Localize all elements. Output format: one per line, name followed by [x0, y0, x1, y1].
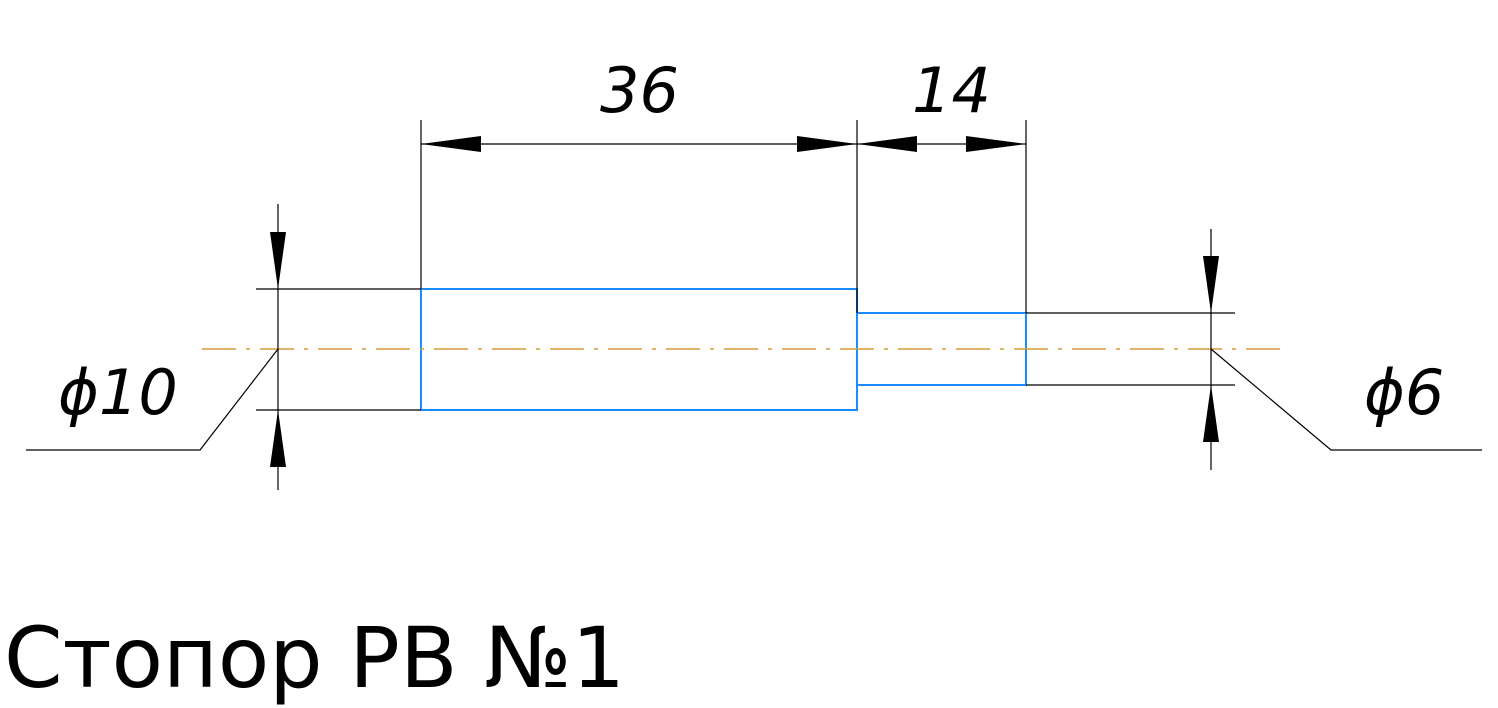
- arrow-up-icon: [270, 410, 286, 467]
- arrow-down-icon: [1203, 256, 1219, 313]
- arrow-left-icon: [421, 136, 481, 152]
- diameter-10-label: ϕ10: [58, 356, 178, 429]
- dimension-diameter-10: ϕ10: [26, 204, 286, 490]
- extension-lines: [256, 120, 1235, 411]
- dimension-14-label: 14: [912, 54, 991, 127]
- arrow-right-icon: [797, 136, 857, 152]
- dimension-diameter-6: ϕ6: [1203, 229, 1482, 470]
- arrow-right-icon: [966, 136, 1026, 152]
- diameter-6-label: ϕ6: [1364, 356, 1444, 429]
- dimension-36-label: 36: [600, 54, 679, 127]
- arrow-down-icon: [270, 232, 286, 289]
- arrow-up-icon: [1203, 385, 1219, 442]
- drawing-title: Стопор РВ №1: [4, 609, 626, 707]
- dimension-36: 36: [421, 54, 857, 152]
- arrow-left-icon: [857, 136, 917, 152]
- dimension-14: 14: [857, 54, 1026, 152]
